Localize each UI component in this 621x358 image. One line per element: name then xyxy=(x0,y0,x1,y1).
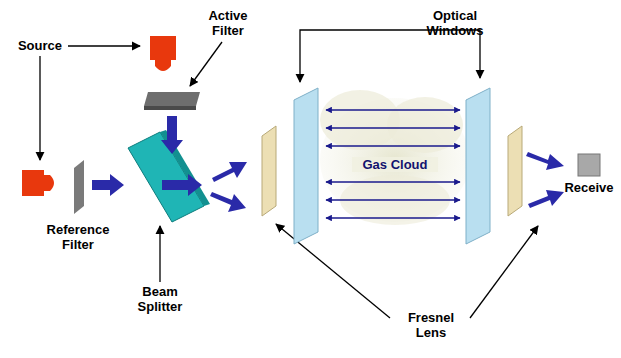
part-label: Active Filter xyxy=(200,8,256,38)
reference-filter xyxy=(74,160,84,214)
part-label: Optical Windows xyxy=(420,8,490,38)
optical-window xyxy=(466,88,490,244)
leader-lines xyxy=(40,30,538,318)
part-label: Source xyxy=(14,38,66,53)
reference-source xyxy=(22,170,54,196)
part-label: Reference Filter xyxy=(40,222,116,252)
optical-window xyxy=(294,88,318,244)
receiver xyxy=(578,154,600,176)
fresnel-lens xyxy=(262,126,276,216)
part-label: Beam Splitter xyxy=(128,284,192,314)
active-filter xyxy=(144,92,200,106)
part-label: Receive xyxy=(560,180,618,195)
part-label: Gas Cloud xyxy=(352,157,438,172)
fresnel-lens xyxy=(508,126,522,216)
active-source xyxy=(150,36,176,71)
cloud-beams xyxy=(326,110,460,218)
gas-cloud xyxy=(320,90,470,225)
part-label: Fresnel Lens xyxy=(396,310,466,340)
